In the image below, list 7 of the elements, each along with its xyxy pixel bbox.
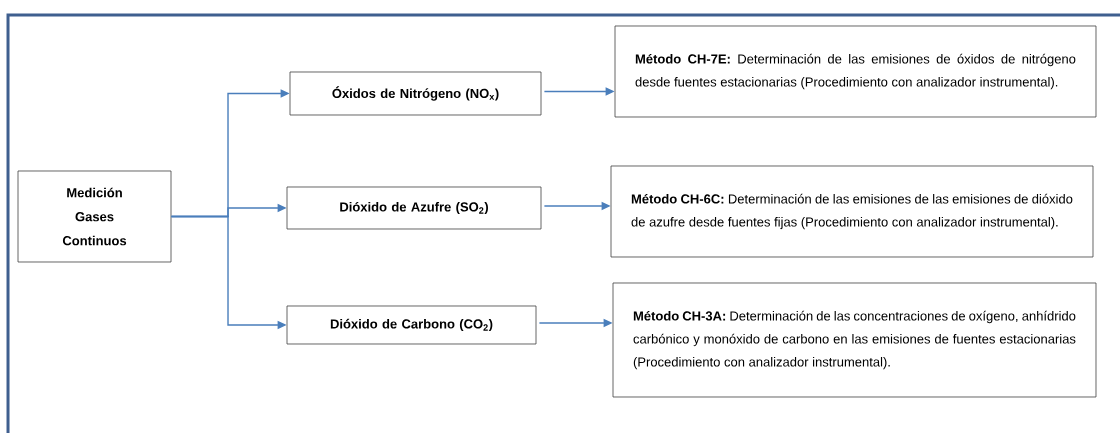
method-box: Método CH-3A: Determinación de las concentraciones de oxígeno, anhídrido carbónico y monóxido de carbono en las emisiones de fuentes estacionarias (Procedimiento con analizador instrumental).: [612, 282, 1097, 398]
gas-box: Dióxido de Azufre (SO$_{2}$): [286, 186, 542, 230]
process-box: Medición Gases Continuos: [17, 170, 172, 263]
gas-box: Óxidos de Nitrógeno (NO$_{x}$): [289, 71, 542, 116]
method-box: Método CH-7E: Determinación de las emisiones de óxidos de nitrógeno desde fuentes estacionarias (Procedimiento con analizador instrumental).: [614, 25, 1097, 118]
method-box: Método CH-6C: Determinación de las emisiones de las emisiones de dióxido de azufre desde fuentes fijas (Procedimiento con analizador instrumental).: [610, 165, 1094, 258]
gas-box: Dióxido de Carbono (CO$_{2}$): [286, 305, 537, 345]
